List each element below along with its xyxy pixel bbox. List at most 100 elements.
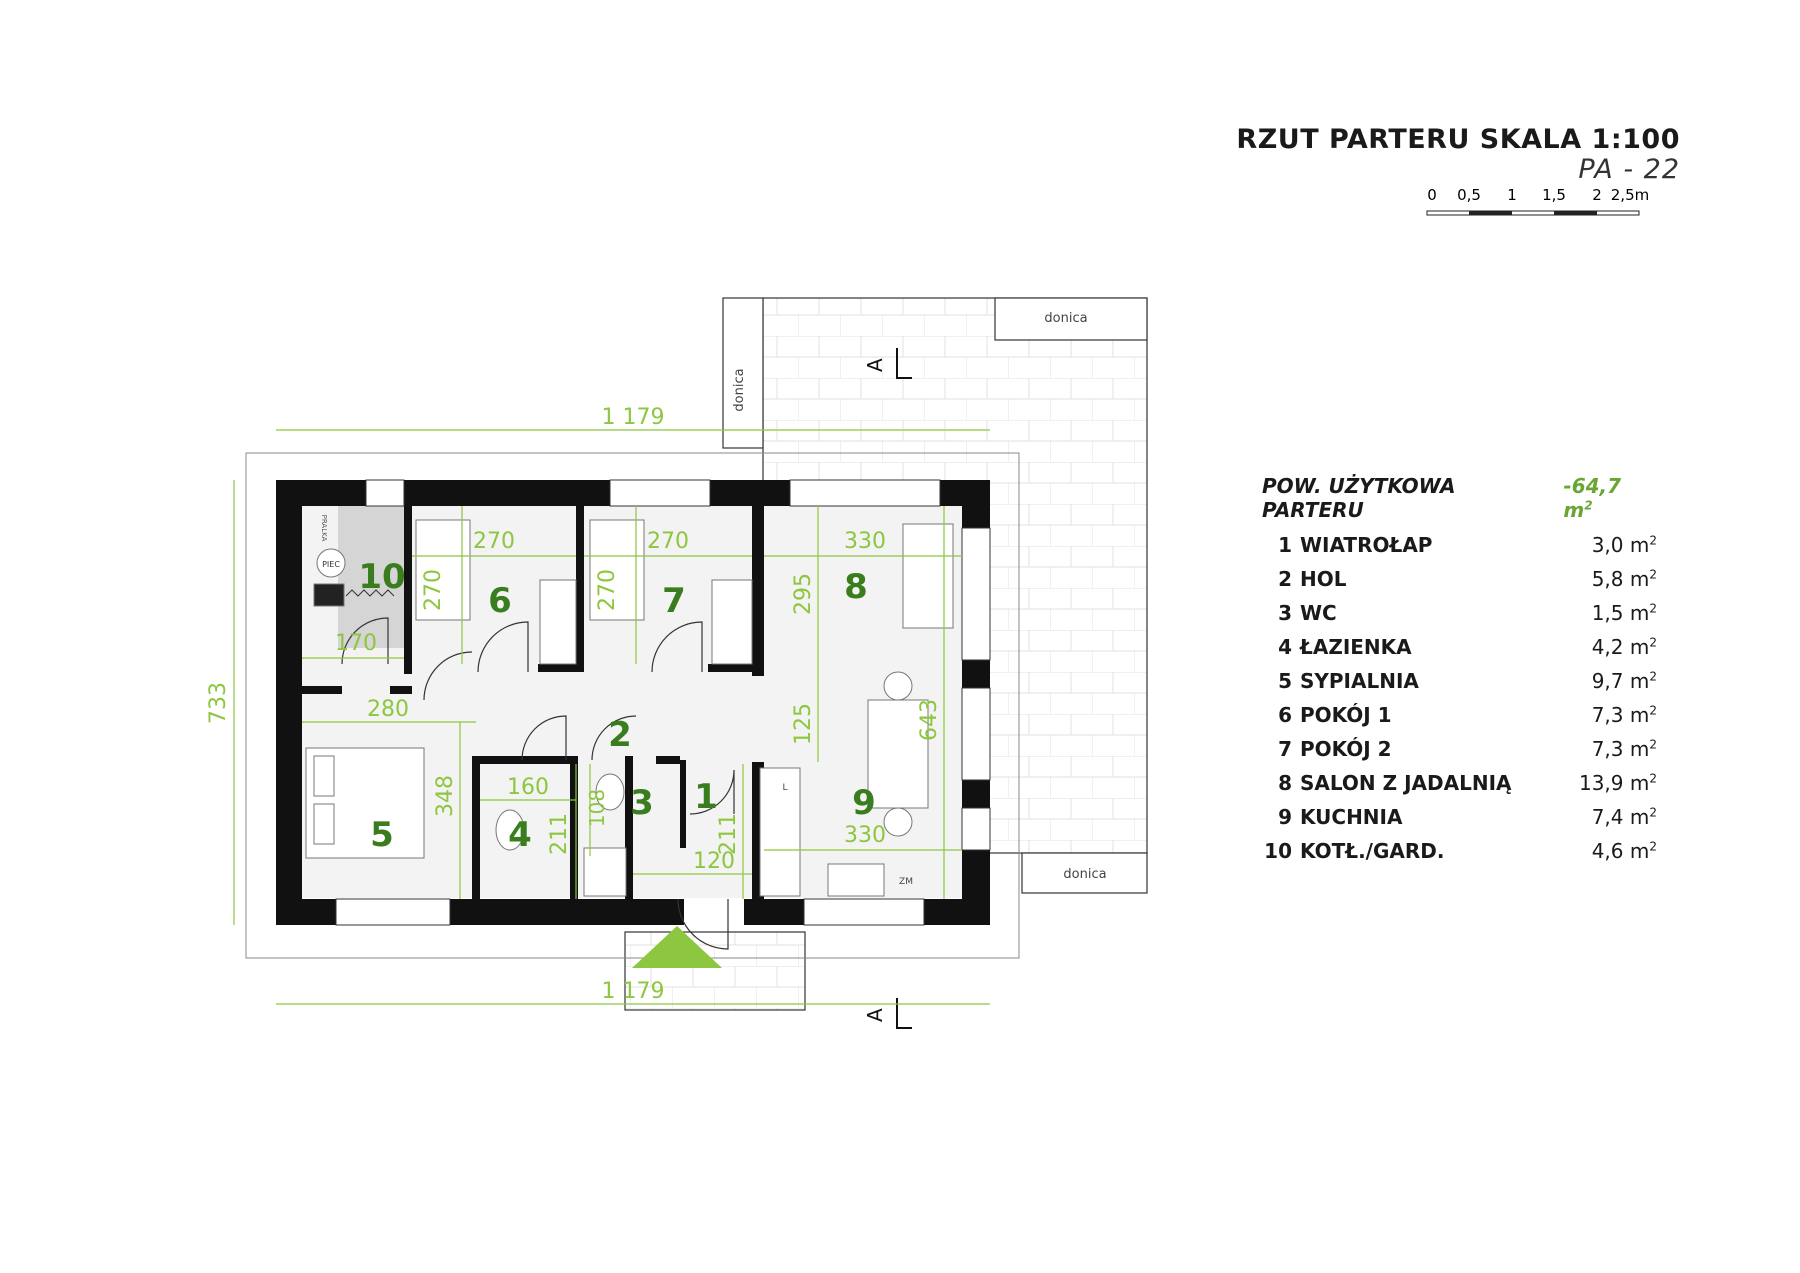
dim-room1-width: 120 <box>693 849 735 874</box>
washer-label: PRALKA <box>320 515 328 542</box>
scale-label: 0 <box>1427 186 1437 204</box>
windows <box>335 479 991 926</box>
project-code: PA - 22 <box>1578 154 1680 185</box>
legend-room-number: 10 <box>1264 839 1292 863</box>
legend-room-area: 1,5 m2 <box>1591 601 1657 625</box>
plan-title: RZUT PARTERU SKALA 1:100 <box>1236 124 1680 155</box>
scale-label: 0,5 <box>1457 186 1481 204</box>
legend-room-number: 5 <box>1278 669 1292 693</box>
dimension-labels: 1 179 1 179 733 270 270 270 270 330 295 … <box>206 405 942 1004</box>
section-label: A <box>863 1008 887 1022</box>
fridge-label: L <box>782 783 787 793</box>
planter-label: donica <box>1044 311 1087 326</box>
legend-room-area: 9,7 m2 <box>1591 669 1657 693</box>
gas-meter-label: ZM <box>899 877 913 887</box>
room-number-4: 4 <box>508 815 532 855</box>
room-number-3: 3 <box>630 783 654 823</box>
legend-room-number: 1 <box>1278 533 1292 557</box>
room-number-2: 2 <box>608 715 632 755</box>
dim-room8-mid: 125 <box>791 703 816 745</box>
legend-room-area: 3,0 m2 <box>1591 533 1657 557</box>
dim-room10-width: 170 <box>335 631 377 656</box>
legend-room-number: 3 <box>1278 601 1292 625</box>
room-number-10: 10 <box>358 557 405 597</box>
legend-room-number: 8 <box>1278 771 1292 795</box>
dim-room8-total-height: 643 <box>917 699 942 741</box>
dim-wc-height: 108 <box>585 789 609 827</box>
boiler-room-floor <box>338 506 404 648</box>
dim-hall-width: 280 <box>367 697 409 722</box>
legend-room-number: 9 <box>1278 805 1292 829</box>
dim-room6-width: 270 <box>473 529 515 554</box>
entrance-arrow <box>632 926 722 968</box>
legend-heading: POW. UŻYTKOWA PARTERU <box>1262 474 1456 522</box>
legend-room-area: 4,6 m2 <box>1591 839 1657 863</box>
legend-room-area: 7,3 m2 <box>1591 737 1657 761</box>
dim-top-total: 1 179 <box>602 405 665 430</box>
planter-label: donica <box>732 368 747 411</box>
legend-room-number: 6 <box>1278 703 1292 727</box>
dim-left-total: 733 <box>206 682 231 724</box>
dim-bottom-total: 1 179 <box>602 979 665 1004</box>
dim-room4-width: 160 <box>507 775 549 800</box>
room-number-7: 7 <box>662 581 686 621</box>
roof-outline <box>245 452 1020 959</box>
legend-room-number: 4 <box>1278 635 1292 659</box>
room-number-1: 1 <box>694 777 718 817</box>
legend-room-area: 13,9 m2 <box>1578 771 1657 795</box>
room-number-8: 8 <box>844 567 868 607</box>
dim-room5-height: 348 <box>433 775 458 817</box>
legend-room-number: 2 <box>1278 567 1292 591</box>
dim-room6-height: 270 <box>421 569 446 611</box>
legend-heading-row: POW. UŻYTKOWA PARTERU -64,7 m2 <box>1262 474 1657 522</box>
section-marker <box>896 348 912 1029</box>
scale-bar: 0 0,5 1 1,5 2 2,5m <box>1426 186 1649 216</box>
legend-room-number: 7 <box>1278 737 1292 761</box>
boiler-label: PIEC <box>322 560 340 569</box>
dim-room8-width: 330 <box>844 529 886 554</box>
legend-room-area: 7,4 m2 <box>1591 805 1657 829</box>
furniture <box>305 519 954 897</box>
walls <box>276 480 990 925</box>
scale-label: 2,5m <box>1611 186 1649 204</box>
dim-room1-height: 211 <box>716 813 741 855</box>
room-number-6: 6 <box>488 581 512 621</box>
dim-room7-width: 270 <box>647 529 689 554</box>
planter-label: donica <box>1063 867 1106 882</box>
section-label: A <box>863 358 887 372</box>
dim-room7-height: 270 <box>595 569 620 611</box>
scale-label: 1 <box>1507 186 1517 204</box>
scale-label: 2 <box>1592 186 1602 204</box>
legend-room-area: 4,2 m2 <box>1591 635 1657 659</box>
room-number-5: 5 <box>370 815 394 855</box>
dim-room4-height: 211 <box>547 813 572 855</box>
doors <box>341 617 735 950</box>
dimension-lines <box>233 429 990 1005</box>
scale-label: 1,5 <box>1542 186 1566 204</box>
room-numbers: 1 2 3 4 5 6 7 8 9 10 <box>358 557 876 855</box>
room-number-9: 9 <box>852 783 876 823</box>
